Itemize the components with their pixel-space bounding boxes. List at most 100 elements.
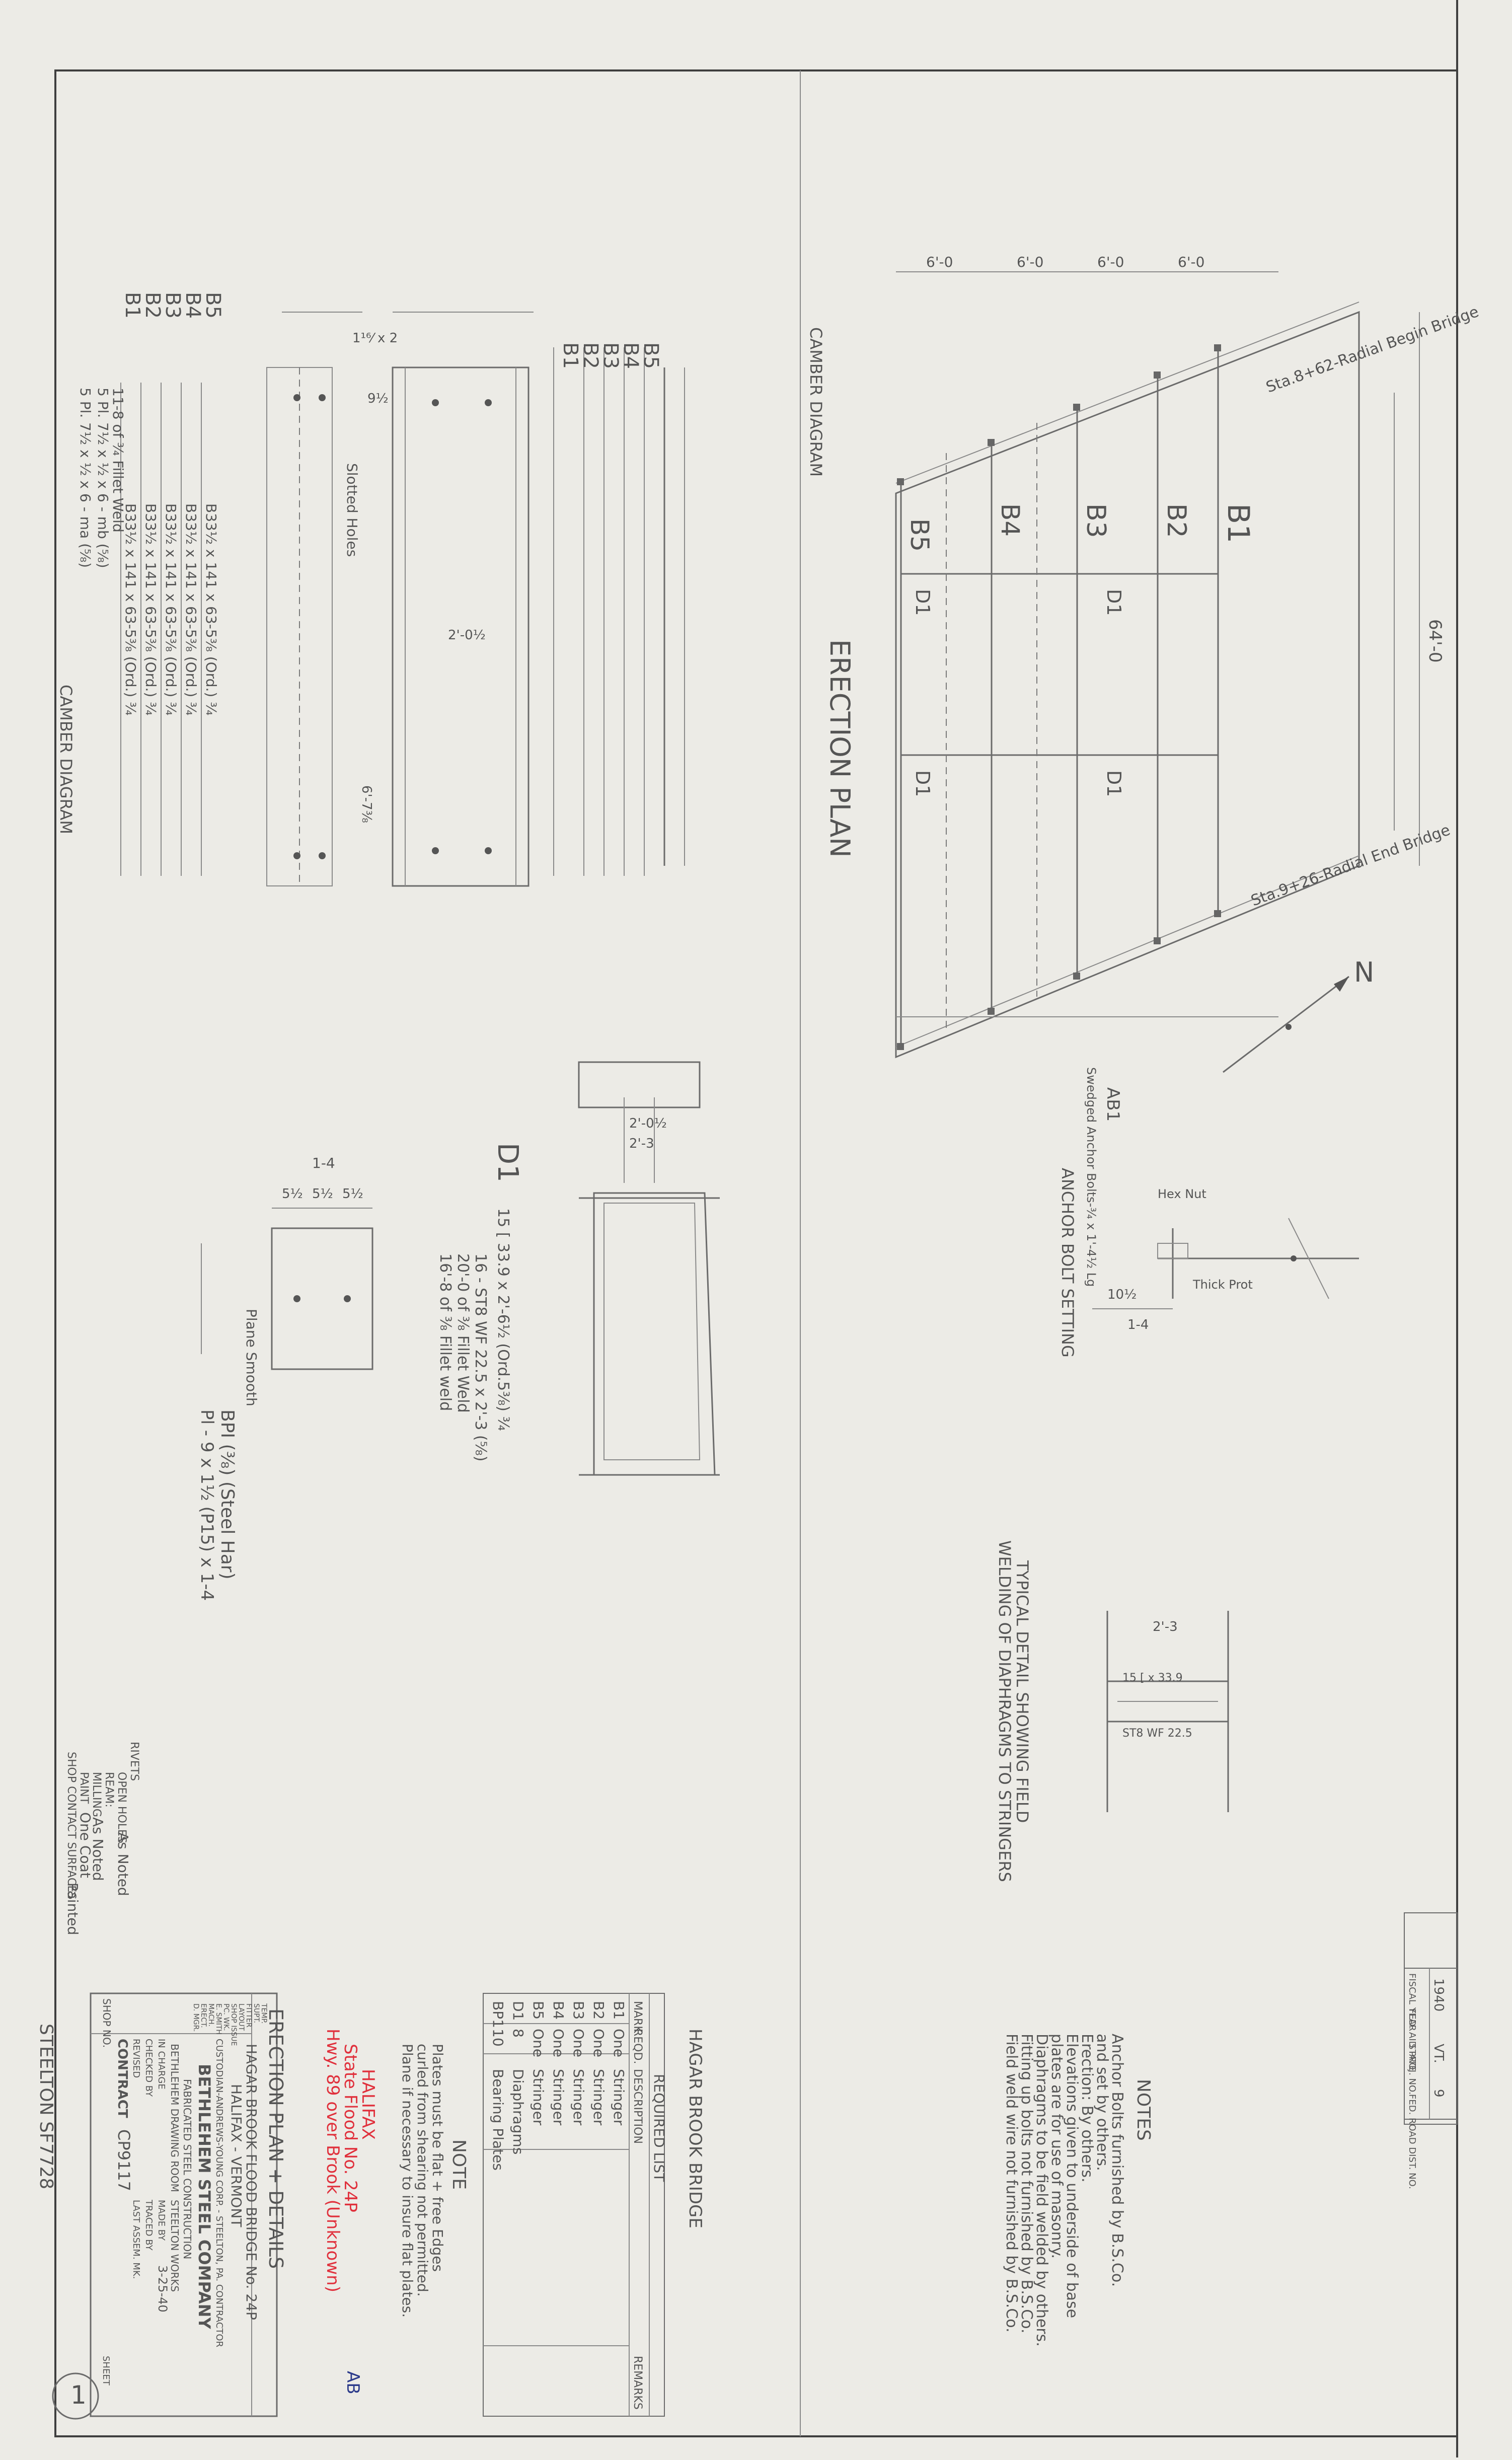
weld-note-3: 11-8 of ¾ Fillet Weld [110,388,126,533]
bp-dim-3: 5½ [312,1186,333,1202]
routing-4: LAYOUT [237,2003,245,2031]
routing-3: FITTER [245,2003,253,2028]
plan-label-d1: D1 [912,589,934,616]
routing-1: TEMP. [260,2003,268,2024]
row2-mark: B2 [590,2001,607,2020]
routing-10: D. MGR. [192,2003,200,2032]
det-mark-b1: B1 [559,342,582,369]
note-line-4: Elevations given to underside of base [1063,2034,1081,2318]
shop-no-label: SHOP NO. [101,1998,113,2048]
plate-note-heading: NOTE [448,2139,469,2190]
stringer-elevation [392,366,530,887]
thick-prot-label: Thick Prot [1192,1278,1253,1292]
diaphragm-dim-1: 2'-0½ [629,1116,667,1131]
det-mark-b2: B2 [579,342,602,369]
diaphragm-weld-2: 16'-8 of ⅜ Fillet weld [436,1253,454,1411]
row1-desc: Stringer [611,2069,627,2126]
diaphragm-spec-1: 15 [ 33.9 x 2'-6½ (Ord.5⅜) ¾ [494,1208,512,1431]
row5-mark: B5 [530,2001,547,2020]
col-reqd: REQD. [631,2029,644,2064]
row6-mark: D1 [510,2001,526,2021]
typical-st: ST8 WF 22.5 [1122,1727,1192,1740]
revised-label: REVISED [131,2039,141,2078]
shop-open-val: As Noted [115,1832,131,1896]
red-note-1: HALIFAX [358,2069,378,2140]
typical-weld-detail: TYPICAL DETAIL SHOWING FIELD WELDING OF … [995,1540,1229,1882]
plan-label-b2: B2 [1161,503,1191,538]
red-note-2: State Flood No. 24P [340,2044,360,2212]
traced-by-label: TRACED BY [143,2199,154,2251]
desc-b3: B33½ x 141 x 63-5⅜ (Ord.) ¾ [163,503,179,715]
deck-outline [895,311,1360,1059]
shop-paint: PAINT [78,1772,90,1804]
note-line-3: Erection: By others. [1078,2034,1096,2183]
table-row: B5 One Stringer [530,2001,547,2126]
routing-list: TEMP. SUPT. FITTER LAYOUT SHOP ISSUE PC.… [192,2003,268,2046]
erection-plan: ERECTION PLAN CAMBER DIAGRAM B1 B2 B3 B4… [806,254,1481,1073]
date: 3-25-40 [156,2265,170,2313]
routing-5: SHOP ISSUE [230,2003,238,2046]
plan-label-d1-b: D1 [1103,589,1125,616]
fed-v2: VT. [1431,2044,1446,2063]
anchor-bolt-title: ANCHOR BOLT SETTING [1058,1168,1077,1358]
diaphragm-weld-1: 20'-0 of ⅜ Fillet Weld [454,1253,472,1413]
panel-dim-3: 6'-0 [1097,254,1124,270]
callout-4: 9½ [367,391,389,406]
red-annotation: HALIFAX State Flood No. 24P Hwy. 89 over… [323,2029,378,2395]
north-label: N [1354,956,1374,988]
row3-desc: Stringer [570,2069,587,2126]
bridge-list-table: HAGAR BROOK BRIDGE REQUIRED LIST MARK RE… [483,1993,705,2417]
note-line-5: plates are for use of masonry. [1048,2034,1066,2259]
desc-b4: B33½ x 141 x 63-5⅜ (Ord.) ¾ [183,503,199,715]
sheet-label: SHEET [101,2356,111,2386]
last-assem-label: LAST ASSEM. MK. [131,2200,141,2279]
table-row: B1 One Stringer [611,2001,627,2126]
shop-milling-val: As Noted [90,1817,106,1881]
bearing-plate-detail: BPI (⅜) (Steel Har) Pl - 9 x 1½ (P15) x … [197,1155,373,1601]
shop-ream: REAM: [103,1772,115,1808]
bp-dim-1: 1-4 [312,1155,335,1171]
plan-label-b4: B4 [996,503,1025,537]
shop-notes: RIVETS OPEN HOLES As Noted REAM: MILLING… [64,1742,140,1935]
contract-label: CONTRACT [115,2039,130,2118]
shop-milling: MILLING [90,1772,103,1817]
north-arrow-icon: N [1223,956,1374,1073]
plate-note: NOTE Plates must be flat + free Edges cu… [399,2044,469,2318]
row7-mark: BP1 [490,2001,506,2028]
location: HALIFAX - VERMONT [228,2084,245,2227]
company-name: BETHLEHEM STEEL COMPANY [195,2064,214,2329]
plate-note-3: Plane if necessary to insure flat plates… [399,2044,416,2318]
desc-b2: B33½ x 141 x 63-5⅜ (Ord.) ¾ [142,503,159,715]
drawing-title: ERECTION PLAN + DETAILS [265,2008,287,2269]
diaphragm-detail: D1 15 [ 33.9 x 2'-6½ (Ord.5⅜) ¾ 16 - ST8… [436,1061,720,1476]
col-mark: MARK [631,2001,644,2033]
shop-rivets: RIVETS [128,1742,140,1781]
span-length: 64'-0 [1425,619,1445,663]
fed-h4: FISCAL YEAR [1407,1973,1417,2031]
general-notes: NOTES Anchor Bolts furnished by B.S.Co. … [1003,2034,1154,2347]
left-mark-b4: B4 [181,292,204,319]
note-line-8: Field weld wire not furnished by B.S.Co. [1003,2034,1020,2333]
routing-7: E. SMITH [214,2003,222,2035]
typical-ms: 15 [ x 33.9 [1122,1672,1183,1684]
in-charge-label: IN CHARGE [156,2039,167,2090]
division: FABRICATED STEEL CONSTRUCTION [181,2079,193,2259]
notes-heading: NOTES [1133,2079,1154,2141]
plan-label-d1-d: D1 [1103,770,1125,797]
left-mark-b3: B3 [161,292,184,319]
row6-reqd: 8 [510,2029,526,2038]
plan-label-b3: B3 [1081,503,1111,538]
row3-reqd: One [570,2029,587,2057]
plane-smooth-label: Plane Smooth [243,1309,260,1406]
weld-note-2: 5 Pl. 7½ x ½ x 6 - mb (⅝) [95,388,111,568]
shop-contact: SHOP CONTACT SURFACES [65,1752,78,1899]
shop-contact-val: Painted [64,1883,81,1935]
fed-road-table: FED. ROAD DIST. NO. STATE FED. AID PROJ.… [1404,1968,1458,2189]
sheet-circle [52,2372,99,2420]
table-row: B3 One Stringer [570,2001,587,2126]
row5-desc: Stringer [530,2069,547,2126]
left-mark-b5: B5 [201,292,224,319]
row3-mark: B3 [570,2001,587,2020]
row6-desc: Diaphragms [510,2069,526,2154]
